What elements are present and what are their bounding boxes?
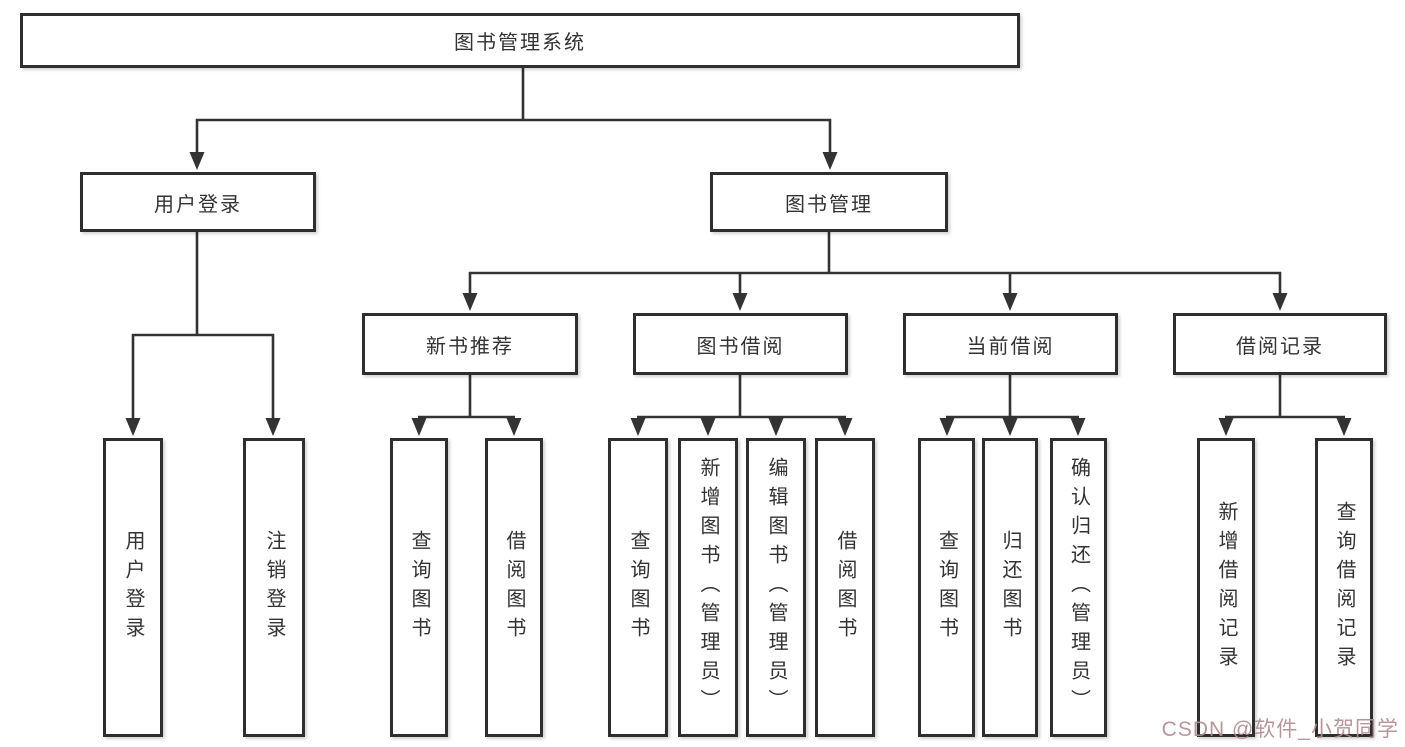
arrowheads <box>125 152 1352 436</box>
node-label: 图书管理系统 <box>454 32 586 54</box>
arrow-down-icon <box>506 418 522 436</box>
arrow-down-icon <box>189 152 205 170</box>
node-label: 借阅记录 <box>1236 335 1324 358</box>
arrow-down-icon <box>822 152 838 170</box>
arrow-down-icon <box>1336 418 1352 436</box>
leaf-borrow-books-recommend: 借阅图书 <box>485 438 543 737</box>
leaf-label: 查询图书 <box>627 529 649 646</box>
arrow-down-icon <box>1272 293 1288 311</box>
leaf-add-borrow-record: 新增借阅记录 <box>1197 438 1255 737</box>
arrow-down-icon <box>462 293 478 311</box>
leaf-label: 归还图书 <box>999 529 1021 646</box>
arrow-down-icon <box>700 418 716 436</box>
leaf-user-login: 用户登录 <box>103 438 163 737</box>
arrow-down-icon <box>265 418 281 436</box>
csdn-watermark: CSDN @软件_小贺同学 <box>1161 718 1399 741</box>
arrow-down-icon <box>1002 418 1018 436</box>
node-borrowing-records: 借阅记录 <box>1173 313 1387 375</box>
leaf-label: 借阅图书 <box>503 529 525 646</box>
leaf-label: 注销登录 <box>263 529 285 646</box>
node-label: 图书借阅 <box>696 335 785 358</box>
arrow-down-icon <box>768 418 784 436</box>
arrow-down-icon <box>125 418 141 436</box>
node-label: 图书管理 <box>785 193 873 216</box>
arrow-down-icon <box>411 418 427 436</box>
leaf-label: 新增图书（管理员） <box>697 457 719 718</box>
leaf-logout: 注销登录 <box>243 438 305 737</box>
arrow-down-icon <box>630 418 646 436</box>
leaf-add-books-admin: 新增图书（管理员） <box>678 438 738 737</box>
leaf-label: 确认归还（管理员） <box>1067 457 1090 718</box>
leaf-query-books-recommend: 查询图书 <box>390 438 448 737</box>
node-book-borrowing: 图书借阅 <box>633 313 848 375</box>
arrow-down-icon <box>939 418 955 436</box>
node-book-management: 图书管理 <box>710 172 948 232</box>
leaf-return-books: 归还图书 <box>982 438 1038 737</box>
arrow-down-icon <box>837 418 853 436</box>
arrow-down-icon <box>732 293 748 311</box>
leaf-label: 新增借阅记录 <box>1215 500 1237 675</box>
leaf-query-books-borrowing: 查询图书 <box>608 438 668 737</box>
node-label: 用户登录 <box>154 193 242 216</box>
leaf-label: 借阅图书 <box>834 529 856 646</box>
connector-path <box>131 66 1345 420</box>
leaf-confirm-return-admin: 确认归还（管理员） <box>1050 438 1107 737</box>
leaf-query-books-current: 查询图书 <box>918 438 975 737</box>
leaf-query-borrow-record: 查询借阅记录 <box>1315 438 1373 737</box>
node-library-management-system: 图书管理系统 <box>20 13 1020 68</box>
leaf-label: 查询图书 <box>408 529 430 646</box>
leaf-edit-books-admin: 编辑图书（管理员） <box>746 438 806 737</box>
arrow-down-icon <box>1002 293 1018 311</box>
arrow-down-icon <box>1218 418 1234 436</box>
leaf-label: 查询图书 <box>935 529 958 646</box>
node-label: 新书推荐 <box>426 335 514 358</box>
node-label: 当前借阅 <box>966 335 1055 358</box>
leaf-label: 用户登录 <box>122 529 144 646</box>
node-new-book-recommend: 新书推荐 <box>362 313 578 375</box>
node-user-login: 用户登录 <box>80 172 316 232</box>
leaf-borrow-books-borrowing: 借阅图书 <box>815 438 875 737</box>
arrow-down-icon <box>1070 418 1086 436</box>
leaf-label: 编辑图书（管理员） <box>765 457 787 718</box>
node-current-borrowing: 当前借阅 <box>903 313 1118 375</box>
leaf-label: 查询借阅记录 <box>1333 500 1355 675</box>
